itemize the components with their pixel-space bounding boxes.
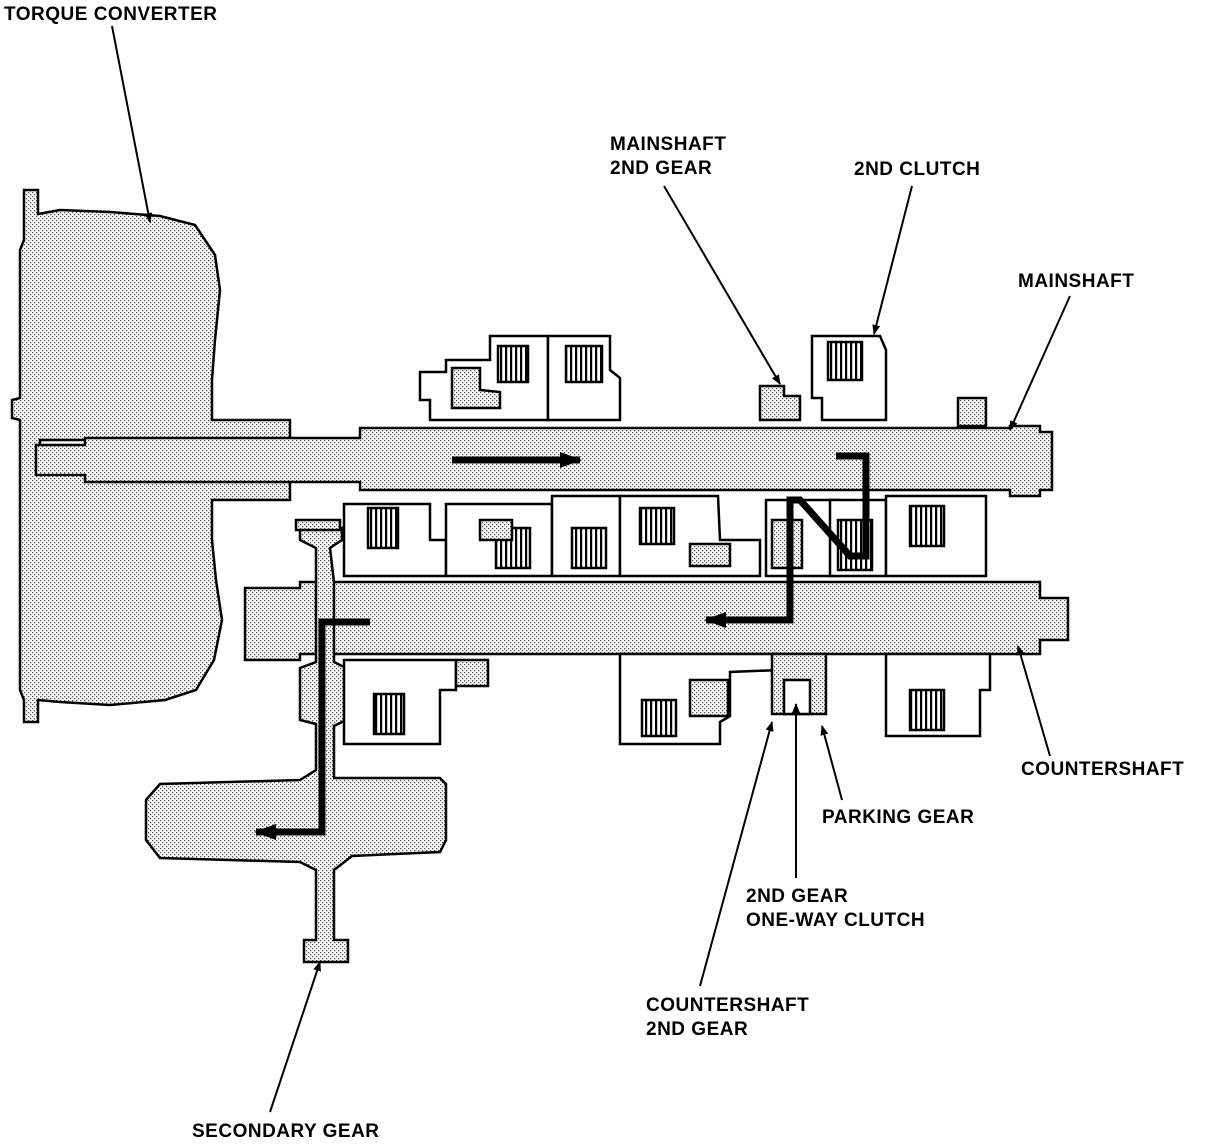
leader-lines: [111, 25, 1071, 1113]
label-countershaft-2nd-gear-line1: COUNTERSHAFT: [646, 995, 810, 1016]
mainshaft-clutch-packs: [418, 334, 988, 428]
label-secondary-gear: SECONDARY GEAR: [192, 1121, 380, 1142]
leader-mainshaft-2nd-gear: [663, 185, 781, 385]
label-mainshaft: MAINSHAFT: [1018, 271, 1135, 292]
leader-countershaft-2nd-gear: [699, 721, 774, 987]
label-mainshaft-2nd-gear-line2: 2ND GEAR: [610, 158, 713, 179]
label-countershaft-2nd-gear-line2: 2ND GEAR: [646, 1019, 749, 1040]
torque-converter: [10, 188, 292, 724]
leader-parking-gear: [820, 725, 843, 801]
leader-secondary-gear: [269, 961, 321, 1113]
power-flow-path: [254, 452, 870, 840]
label-countershaft: COUNTERSHAFT: [1021, 759, 1185, 780]
countershaft-body: [243, 580, 1070, 662]
label-torque-converter: TORQUE CONVERTER: [4, 4, 218, 25]
leader-2nd-clutch: [872, 185, 913, 335]
label-countershaft-2nd-gear: COUNTERSHAFT 2ND GEAR: [646, 994, 809, 1042]
leader-torque-converter: [111, 25, 153, 223]
label-mainshaft-2nd-gear-line1: MAINSHAFT: [610, 134, 727, 155]
central-clutch-packs: [294, 494, 988, 578]
label-parking-gear: PARKING GEAR: [822, 807, 975, 828]
label-mainshaft-2nd-gear: MAINSHAFT 2ND GEAR: [610, 133, 726, 181]
label-one-way-line2: ONE-WAY CLUTCH: [746, 910, 926, 931]
countershaft-clutch-packs: [342, 652, 992, 746]
label-2nd-clutch: 2ND CLUTCH: [854, 159, 981, 180]
label-2nd-gear-one-way-clutch: 2ND GEAR ONE-WAY CLUTCH: [746, 885, 925, 933]
leader-countershaft: [1016, 645, 1051, 757]
leader-mainshaft: [1009, 295, 1071, 431]
label-one-way-line1: 2ND GEAR: [746, 886, 849, 907]
